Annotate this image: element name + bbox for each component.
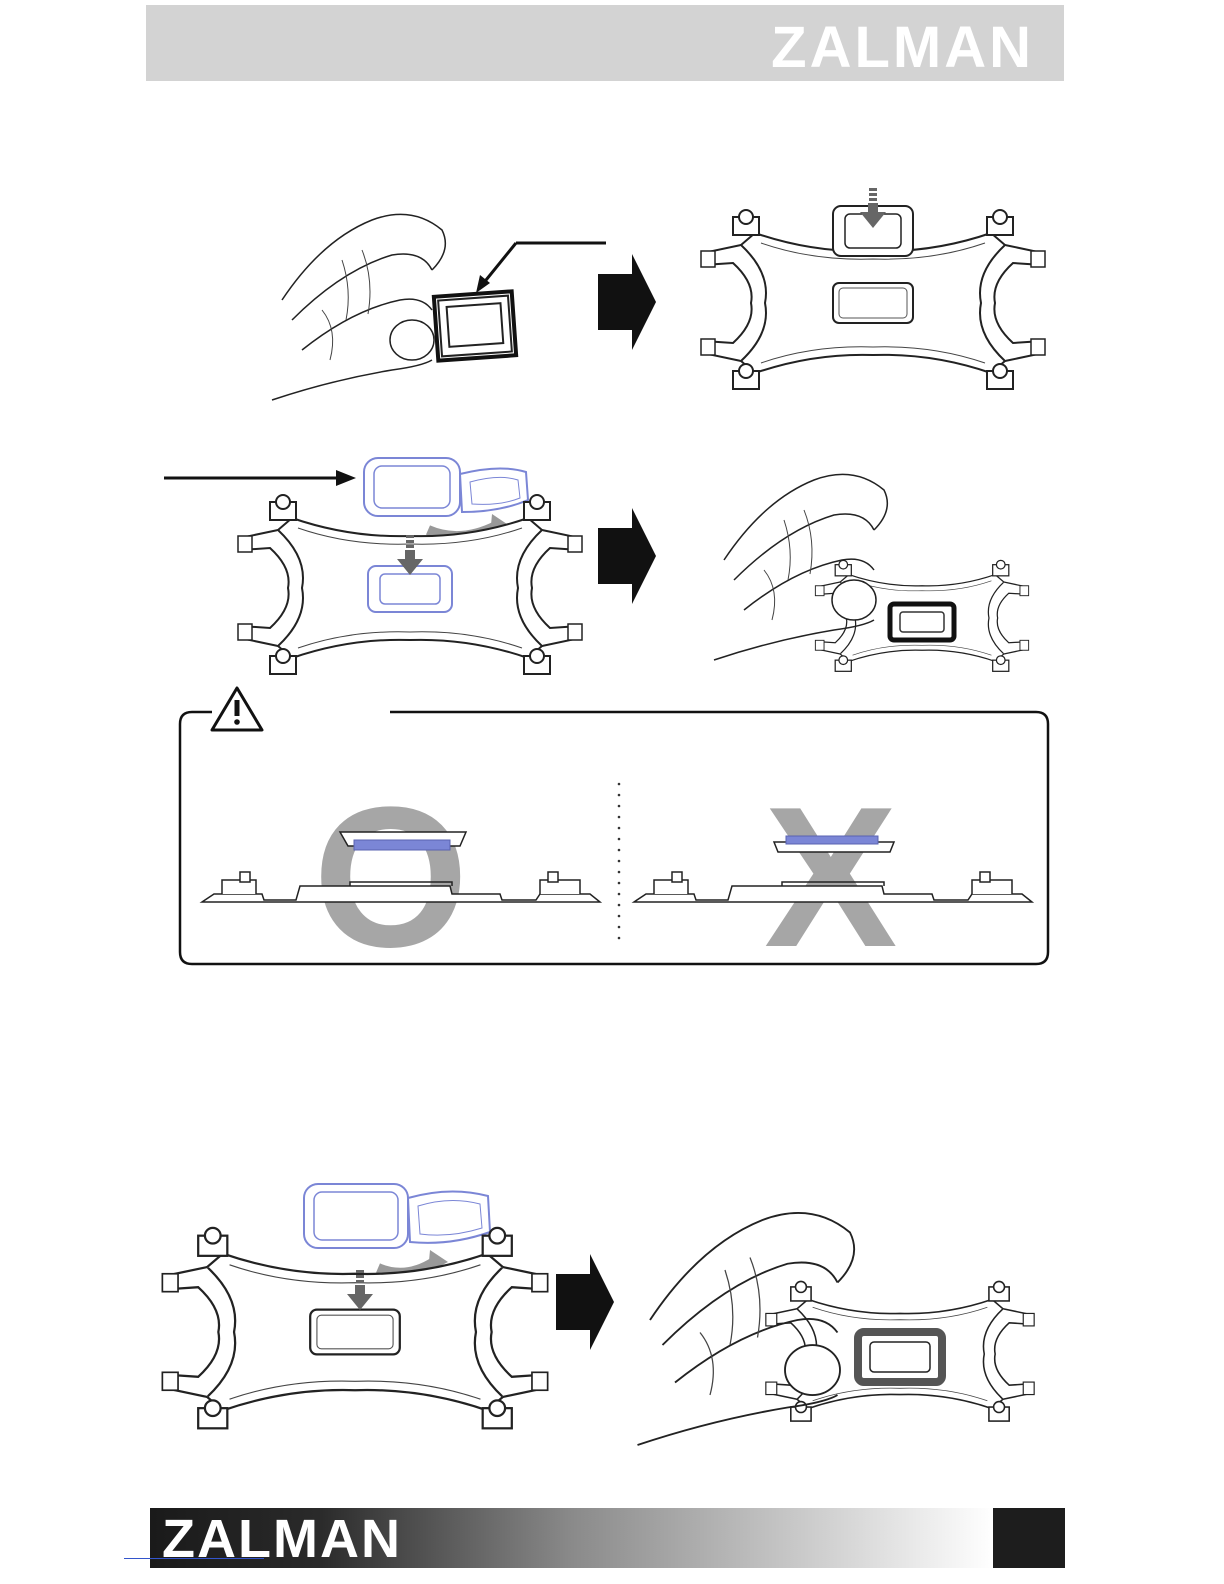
step3-blue-pad-with-liner xyxy=(304,1184,490,1273)
footer-bar: ZALMAN xyxy=(150,1508,994,1568)
step3-bracket xyxy=(162,1228,547,1428)
incorrect-profile xyxy=(634,836,1032,902)
footer-link-underline xyxy=(124,1558,264,1559)
page-number-block xyxy=(993,1508,1065,1568)
step3-hand-pressing-pad xyxy=(638,1213,1035,1445)
correct-profile xyxy=(202,832,600,902)
step-arrow-3 xyxy=(556,1254,614,1350)
